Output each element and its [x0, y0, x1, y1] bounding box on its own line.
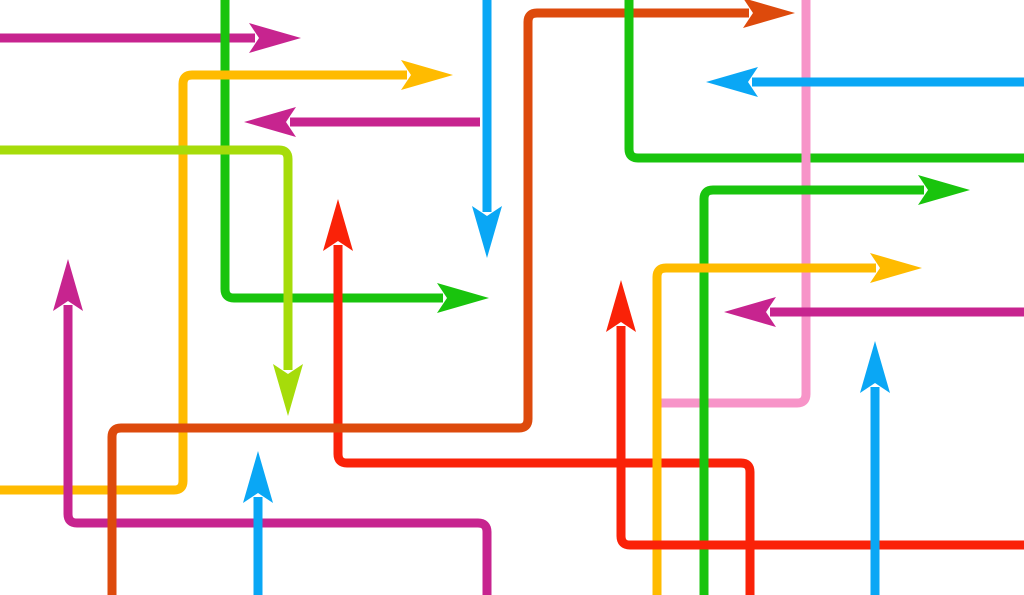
blue-arrow-down	[472, 0, 502, 258]
green-arrow-right-head-icon	[918, 175, 970, 205]
magenta-arrow-left-right	[724, 297, 1024, 327]
orange-arrow-long-line	[107, 8, 749, 595]
green-arrow-right	[699, 175, 970, 595]
yellow-arrow-right	[652, 253, 922, 595]
blue-arrow-up-bottom-head-icon	[243, 451, 273, 503]
yellow-arrow-left	[0, 60, 453, 495]
blue-arrow-up-right-head-icon	[860, 341, 890, 393]
red-arrow-up-right	[606, 280, 1024, 550]
magenta-arrow-up-left	[53, 259, 492, 595]
magenta-arrow-top-left	[0, 23, 301, 53]
green-arrow-left-head-icon	[437, 283, 489, 313]
magenta-arrow-from-blue-head-icon	[244, 107, 296, 137]
red-arrow-up-right-head-icon	[606, 280, 636, 332]
green-arrow-top-right	[624, 0, 1024, 163]
blue-arrow-up-bottom	[243, 451, 273, 595]
red-arrow-up-center-line	[333, 245, 755, 595]
green-arrow-left	[220, 0, 489, 313]
yellow-arrow-right-line	[652, 263, 876, 595]
blue-arrow-left-right	[706, 67, 1024, 97]
red-arrow-up-center-head-icon	[323, 199, 353, 251]
yellow-arrow-right-head-icon	[870, 253, 922, 283]
magenta-arrow-from-blue	[244, 107, 480, 137]
lime-arrow-down-line	[0, 145, 293, 370]
magenta-arrow-up-left-line	[63, 305, 492, 595]
lime-arrow-down	[0, 145, 303, 416]
blue-arrow-down-head-icon	[472, 206, 502, 258]
green-arrow-top-right-line	[624, 0, 1024, 163]
orange-arrow-long-head-icon	[743, 0, 795, 28]
green-arrow-left-line	[220, 0, 443, 303]
red-arrow-up-right-line	[616, 326, 1024, 550]
yellow-arrow-left-head-icon	[401, 60, 453, 90]
yellow-arrow-left-line	[0, 70, 407, 495]
blue-arrow-left-right-head-icon	[706, 67, 758, 97]
blue-arrow-up-right	[860, 341, 890, 595]
magenta-arrow-top-left-head-icon	[249, 23, 301, 53]
magenta-arrow-up-left-head-icon	[53, 259, 83, 311]
lime-arrow-down-head-icon	[273, 364, 303, 416]
magenta-arrow-left-right-head-icon	[724, 297, 776, 327]
red-arrow-up-center	[323, 199, 755, 595]
pink-line	[655, 0, 811, 408]
green-arrow-right-line	[699, 185, 924, 595]
orange-arrow-long	[107, 0, 795, 595]
pink-line-line	[655, 0, 811, 408]
